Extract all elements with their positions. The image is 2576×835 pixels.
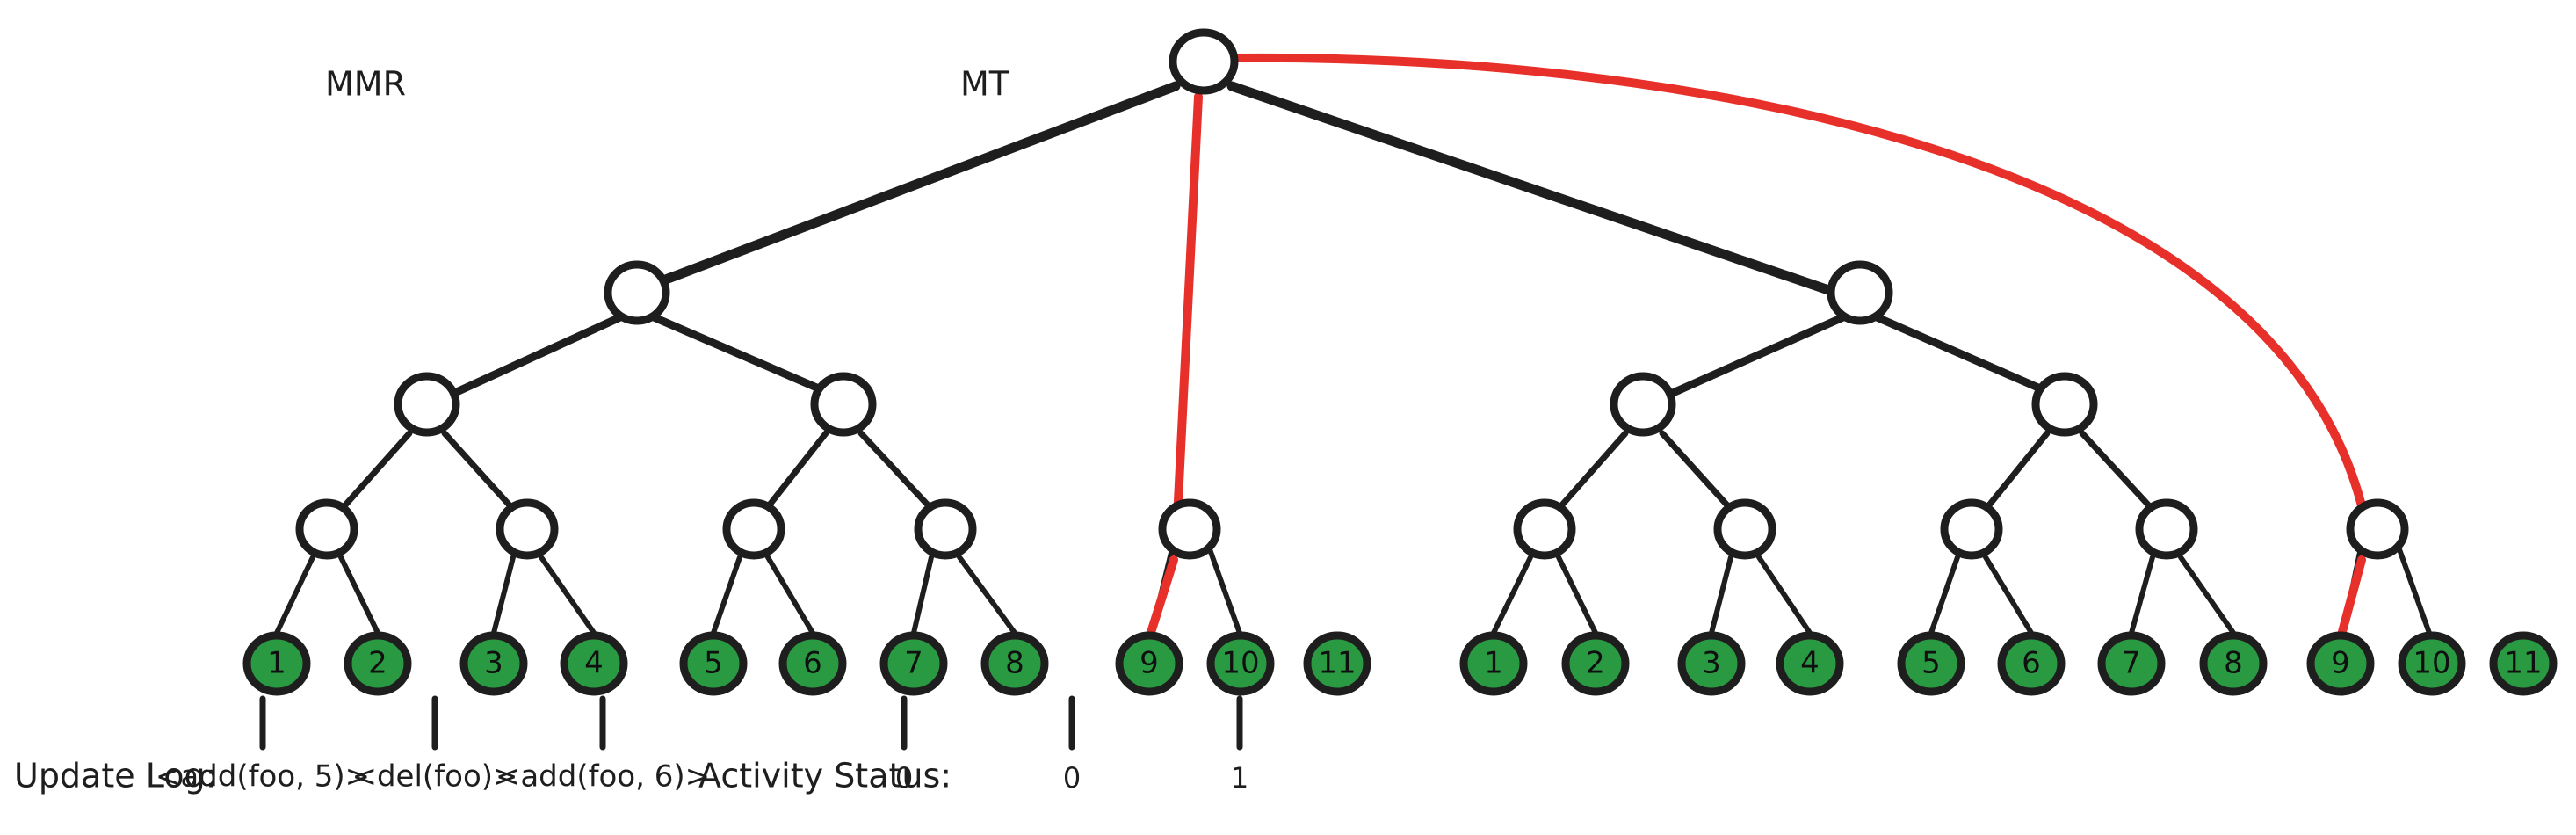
left-leaf-6-label: 6 [803, 646, 822, 681]
right-leaf-6-label: 6 [2022, 646, 2041, 681]
tree-label-mmr: MMR [325, 65, 406, 104]
highlight-edge-right-leaf [2336, 555, 2366, 643]
update-log-entry-3: <add(foo, 6)> [496, 759, 710, 795]
left-leaf-4-label: 4 [584, 646, 604, 681]
right-leaf-10-label: 10 [2413, 646, 2450, 681]
highlight-path [1145, 53, 2370, 643]
left-leaf-2[interactable] [344, 631, 412, 696]
left-leaf-6[interactable] [778, 631, 847, 696]
left-leaf-11[interactable] [1303, 631, 1371, 696]
right-leaf-11[interactable] [2489, 631, 2558, 696]
right-node-lr[interactable] [1713, 498, 1776, 560]
right-subtree-root[interactable] [1827, 260, 1893, 325]
right-tree-edges [1226, 81, 2433, 638]
right-leaf-7-label: 7 [2122, 646, 2141, 681]
right-leaf-8[interactable] [2199, 631, 2268, 696]
left-node-r[interactable] [810, 372, 877, 437]
left-node-rr[interactable] [914, 498, 977, 560]
activity-status-value-2: 0 [1063, 761, 1081, 795]
left-leaf-5[interactable] [679, 631, 748, 696]
left-node-l[interactable] [394, 372, 460, 437]
left-leaf-7-label: 7 [904, 646, 923, 681]
right-leaf-9[interactable] [2306, 631, 2375, 696]
left-leaf-5-label: 5 [704, 646, 723, 681]
right-peak-node[interactable] [2346, 498, 2409, 560]
left-node-lr[interactable] [496, 498, 559, 560]
right-leaf-1[interactable] [1459, 631, 1528, 696]
update-log-entry-2: <del(foo)> [351, 759, 517, 795]
right-leaf-2[interactable] [1561, 631, 1630, 696]
left-leaf-4[interactable] [560, 631, 628, 696]
right-node-ll[interactable] [1513, 498, 1576, 560]
root-node[interactable] [1169, 28, 1239, 95]
tree-label-mt: MT [960, 65, 1010, 104]
left-leaf-9[interactable] [1115, 631, 1183, 696]
left-leaf-7[interactable] [879, 631, 948, 696]
left-leaf-8[interactable] [980, 631, 1049, 696]
right-leaf-4-label: 4 [1800, 646, 1820, 681]
right-leaf-2-label: 2 [1586, 646, 1605, 681]
right-leaf-3[interactable] [1677, 631, 1746, 696]
left-leaf-11-label: 11 [1318, 646, 1356, 681]
left-node-ll[interactable] [295, 498, 358, 560]
activity-status-label: Activity Status: [698, 757, 952, 795]
update-log-label: Update Log: [14, 757, 216, 795]
right-node-r[interactable] [2031, 372, 2098, 437]
update-log-entry-1: <add(foo, 5)> [156, 759, 370, 795]
left-leaf-3-label: 3 [484, 646, 503, 681]
left-leaf-9-label: 9 [1140, 646, 1159, 681]
activity-status-value-1: 0 [895, 761, 913, 795]
left-leaf-10-label: 10 [1221, 646, 1259, 681]
right-leaf-5[interactable] [1897, 631, 1965, 696]
right-leaf-9-label: 9 [2331, 646, 2350, 681]
right-leaf-10[interactable] [2398, 631, 2466, 696]
text-labels: MMR MT Update Log:<add(foo, 5)><del(foo)><… [14, 65, 1248, 795]
left-tree-edges [274, 81, 1243, 638]
left-leaf-10[interactable] [1206, 631, 1275, 696]
left-leaf-1[interactable] [242, 631, 311, 696]
right-leaf-5-label: 5 [1921, 646, 1941, 681]
highlight-edge-right-root [1233, 53, 2370, 525]
right-node-l[interactable] [1610, 372, 1676, 437]
right-node-rl[interactable] [1940, 498, 2003, 560]
left-leaf-3[interactable] [459, 631, 528, 696]
annotation-ticks [259, 695, 1243, 751]
activity-status-value-3: 1 [1231, 761, 1248, 795]
highlight-edge-left-leaf [1145, 555, 1178, 643]
right-leaf-8-label: 8 [2224, 646, 2243, 681]
right-leaf-3-label: 3 [1702, 646, 1721, 681]
left-leaf-2-label: 2 [368, 646, 387, 681]
right-leaf-4[interactable] [1776, 631, 1844, 696]
right-leaf-11-label: 11 [2504, 646, 2542, 681]
right-leaf-7[interactable] [2097, 631, 2166, 696]
left-node-rl[interactable] [722, 498, 785, 560]
left-leaf-8-label: 8 [1005, 646, 1024, 681]
right-leaf-1-label: 1 [1484, 646, 1503, 681]
right-node-rr[interactable] [2135, 498, 2198, 560]
left-peak-node[interactable] [1158, 498, 1221, 560]
left-subtree-root[interactable] [604, 260, 670, 325]
internal-nodes [295, 28, 2409, 560]
right-leaf-6[interactable] [1997, 631, 2066, 696]
left-leaf-1-label: 1 [267, 646, 286, 681]
highlight-edge-left-root [1173, 92, 1203, 523]
